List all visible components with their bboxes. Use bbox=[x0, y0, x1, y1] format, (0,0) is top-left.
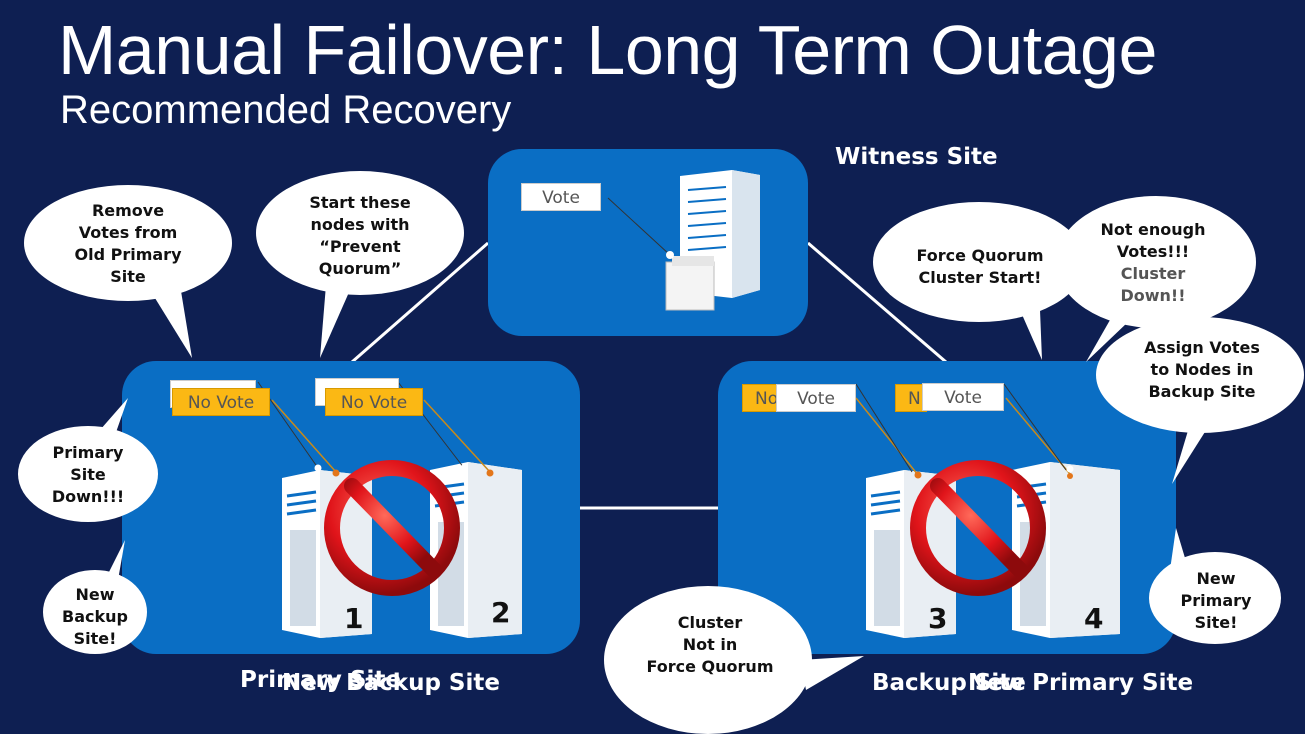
cluster-down-text: Cluster Down!! bbox=[1120, 264, 1186, 305]
bubble-not-enough-votes: Not enough Votes!!! bbox=[1100, 220, 1206, 261]
prohibited-icon-primary bbox=[324, 460, 460, 596]
node-number-1: 1 bbox=[344, 602, 364, 635]
bubble-assign-votes: Assign Votes to Nodes in Backup Site bbox=[1144, 338, 1260, 401]
node-number-2: 2 bbox=[491, 596, 511, 629]
bubble-remove-votes: Remove Votes from Old Primary Site bbox=[74, 201, 182, 286]
right-vote-tag-1: Vote bbox=[776, 384, 856, 412]
bubble-cluster-not-in-force-quorum: Cluster Not in Force Quorum bbox=[646, 613, 774, 676]
witness-vote-tag: Vote bbox=[521, 183, 601, 211]
left-no-vote-tag-1: No Vote bbox=[172, 388, 270, 416]
prohibited-icon-backup bbox=[910, 460, 1046, 596]
slide-subtitle: Recommended Recovery bbox=[60, 88, 512, 132]
backup-site-label-old: Backup Site bbox=[872, 670, 1026, 696]
bubble-cluster-down: Cluster Down!! bbox=[1078, 262, 1228, 308]
backup-site-label-new: New Primary Site bbox=[968, 670, 1194, 696]
bubble-start-nodes-prevent-quorum: Start these nodes with “Prevent Quorum” bbox=[309, 193, 411, 278]
primary-site-label-new: New Backup Site bbox=[282, 670, 500, 696]
bubble-force-quorum-start: Force Quorum Cluster Start! bbox=[916, 246, 1044, 287]
node-number-4: 4 bbox=[1084, 602, 1104, 635]
primary-site-label-old: Primary Site bbox=[240, 667, 401, 693]
right-no-vote-tag-2: N bbox=[895, 384, 927, 412]
node-number-3: 3 bbox=[928, 602, 948, 635]
right-no-vote-tag-1: No bbox=[742, 384, 778, 412]
bubble-new-backup-site: New Backup Site! bbox=[62, 585, 128, 648]
bubble-primary-site-down: Primary Site Down!!! bbox=[51, 443, 125, 506]
left-no-vote-tag-2: No Vote bbox=[325, 388, 423, 416]
file-share-witness-icon bbox=[665, 256, 715, 311]
witness-site-label: Witness Site bbox=[835, 144, 998, 170]
bubble-new-primary-site: New Primary Site! bbox=[1180, 569, 1252, 632]
slide-title: Manual Failover: Long Term Outage bbox=[58, 11, 1157, 89]
right-vote-tag-2: Vote bbox=[922, 383, 1004, 411]
